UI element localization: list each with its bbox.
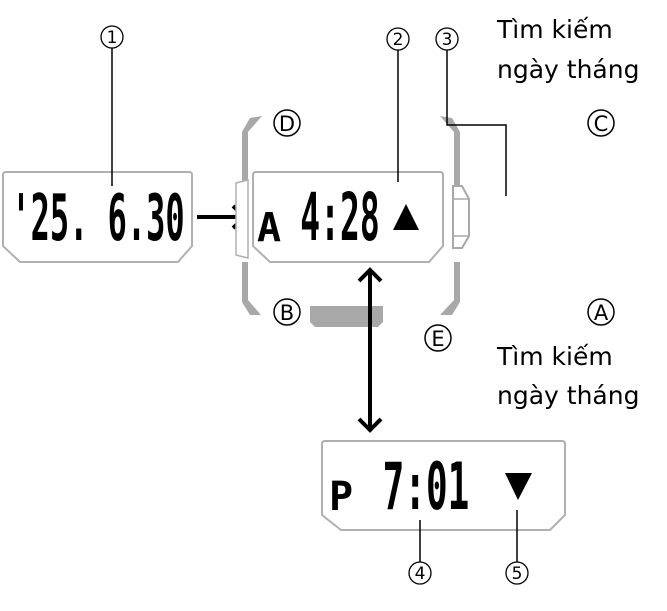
svg-text:1: 1 (107, 28, 118, 48)
button-label-e: E (424, 324, 452, 352)
caption-bottom-line2: ngày tháng (497, 381, 639, 410)
svg-text:A: A (594, 301, 609, 325)
down-triangle-icon (505, 473, 532, 500)
watch-bezel (235, 116, 460, 315)
button-label-a: A (587, 298, 615, 326)
lower-time: 7:01 (383, 450, 470, 525)
svg-text:E: E (431, 327, 444, 351)
callout-3: 3 (435, 27, 459, 51)
lower-display: P 7:01 (321, 440, 566, 531)
svg-text:B: B (280, 301, 294, 325)
svg-text:3: 3 (442, 30, 453, 50)
svg-text:D: D (279, 112, 295, 136)
callout-4: 4 (408, 561, 432, 585)
button-c-crown (452, 185, 470, 249)
svg-text:4: 4 (415, 564, 426, 584)
main-display: A 4:28 (252, 171, 444, 263)
button-e (310, 306, 383, 327)
svg-text:C: C (594, 112, 609, 136)
svg-text:5: 5 (512, 564, 523, 584)
main-time: 4:28 (300, 181, 379, 257)
button-label-c: C (587, 109, 615, 137)
button-label-b: B (273, 298, 301, 326)
callout-1: 1 (100, 25, 124, 49)
svg-text:2: 2 (393, 30, 404, 50)
am-indicator: A (257, 205, 281, 251)
button-label-d: D (273, 109, 301, 137)
date-readout: '25. 6.30 (11, 181, 184, 256)
double-arrow-icon (357, 267, 383, 433)
caption-top-line1: Tìm kiếm (496, 15, 613, 44)
up-triangle-icon (393, 204, 419, 230)
leader-lines (111, 48, 518, 562)
callout-2: 2 (386, 27, 410, 51)
caption-top-line2: ngày tháng (497, 55, 639, 84)
pm-indicator: P (329, 474, 353, 520)
date-display: '25. 6.30 (1, 171, 193, 263)
caption-bottom-line1: Tìm kiếm (496, 342, 613, 371)
callout-5: 5 (505, 561, 529, 585)
